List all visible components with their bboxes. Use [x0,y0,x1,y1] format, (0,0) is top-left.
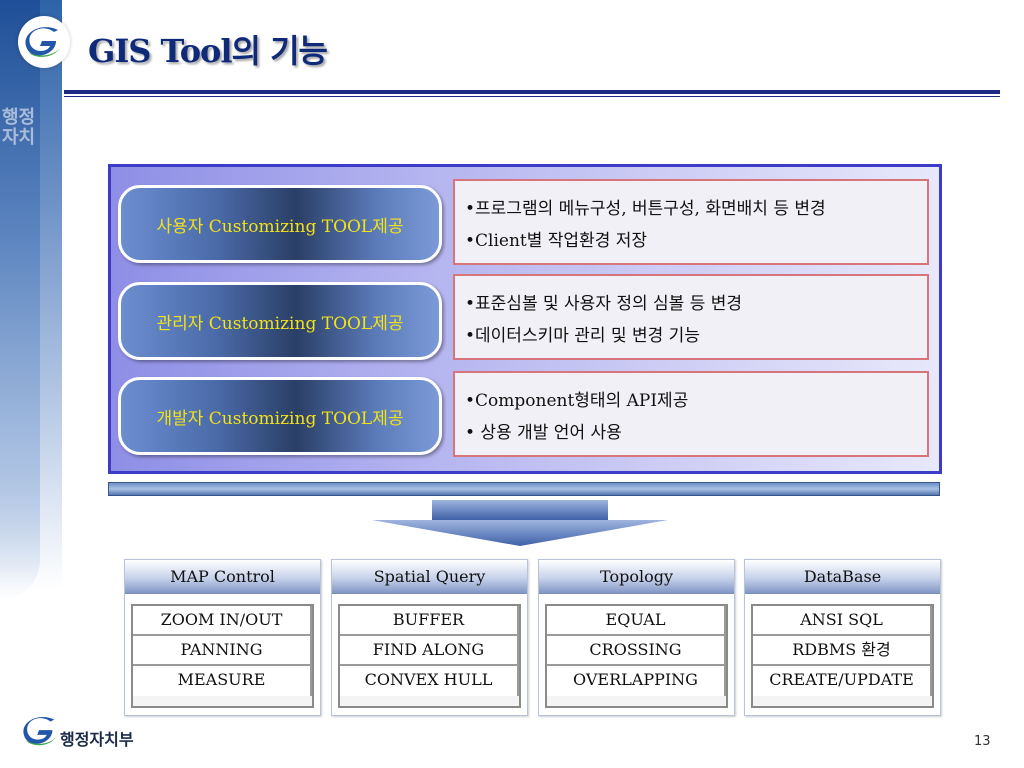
description-box-admin: •표준심볼 및 사용자 정의 심볼 등 변경 •데이터스키마 관리 및 변경 기… [453,274,929,360]
category-items: ANSI SQL RDBMS 환경 CREATE/UPDATE [751,604,934,708]
left-decorative-wave [0,0,40,600]
left-watermark-text: 행정자치 [2,107,36,148]
description-line: •표준심볼 및 사용자 정의 심볼 등 변경 [465,294,743,314]
description-line: •데이터스키마 관리 및 변경 기능 [465,326,700,346]
title-underline [64,90,1000,94]
pill-label: 관리자 Customizing TOOL제공 [156,313,404,334]
category-items: BUFFER FIND ALONG CONVEX HULL [338,604,521,708]
category-item: CREATE/UPDATE [753,666,932,696]
category-item: ANSI SQL [753,606,932,636]
footer-org-name: 행정자치부 [60,730,134,749]
description-line: •Client별 작업환경 저장 [465,231,648,251]
pill-user-customizing: 사용자 Customizing TOOL제공 [118,185,442,263]
panel-base-bar [108,482,940,496]
pill-admin-customizing: 관리자 Customizing TOOL제공 [118,282,442,360]
category-topology: Topology EQUAL CROSSING OVERLAPPING [538,559,735,716]
category-items: EQUAL CROSSING OVERLAPPING [545,604,728,708]
category-header: Spatial Query [332,560,527,594]
down-arrow-icon [372,500,668,546]
category-database: DataBase ANSI SQL RDBMS 환경 CREATE/UPDATE [744,559,941,716]
description-box-developer: •Component형태의 API제공 • 상용 개발 언어 사용 [453,371,929,457]
category-item: OVERLAPPING [547,666,726,696]
category-item: CROSSING [547,636,726,666]
category-item: MEASURE [133,666,312,696]
page-title: GIS Tool의 기능 [88,32,328,70]
page-number: 13 [974,734,991,749]
category-item: BUFFER [340,606,519,636]
title-underline-thin [64,96,1000,97]
pill-developer-customizing: 개발자 Customizing TOOL제공 [118,377,442,455]
description-box-user: •프로그램의 메뉴구성, 버튼구성, 화면배치 등 변경 •Client별 작업… [453,179,929,265]
description-line: • 상용 개발 언어 사용 [465,423,622,443]
category-header: DataBase [745,560,940,594]
description-line: •프로그램의 메뉴구성, 버튼구성, 화면배치 등 변경 [465,199,826,219]
category-item: RDBMS 환경 [753,636,932,666]
category-items: ZOOM IN/OUT PANNING MEASURE [131,604,314,708]
category-item: FIND ALONG [340,636,519,666]
category-map-control: MAP Control ZOOM IN/OUT PANNING MEASURE [124,559,321,716]
government-logo-icon [18,16,70,68]
category-item: CONVEX HULL [340,666,519,696]
description-line: •Component형태의 API제공 [465,391,689,411]
category-header: MAP Control [125,560,320,594]
footer-logo-icon [23,716,57,746]
category-item: EQUAL [547,606,726,636]
category-item: PANNING [133,636,312,666]
category-header: Topology [539,560,734,594]
pill-label: 개발자 Customizing TOOL제공 [156,408,404,429]
category-spatial-query: Spatial Query BUFFER FIND ALONG CONVEX H… [331,559,528,716]
category-item: ZOOM IN/OUT [133,606,312,636]
pill-label: 사용자 Customizing TOOL제공 [156,216,404,237]
